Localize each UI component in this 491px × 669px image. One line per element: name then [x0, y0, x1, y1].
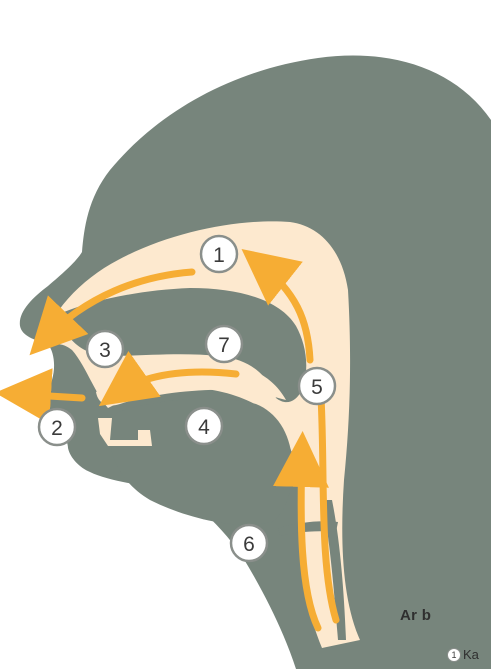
caption-item-text: Ka	[463, 647, 479, 662]
svg-text:6: 6	[243, 533, 255, 556]
caption-item: 1 Ka	[447, 647, 479, 662]
marker-4: 4	[186, 408, 222, 444]
arrow-mouth-exit	[16, 394, 82, 398]
caption-title: Ar b	[400, 607, 431, 624]
svg-text:2: 2	[51, 417, 63, 440]
svg-text:7: 7	[218, 334, 230, 357]
svg-text:1: 1	[213, 244, 225, 267]
caption-item-number: 1	[447, 648, 461, 662]
marker-1: 1	[201, 236, 237, 272]
marker-5: 5	[299, 368, 335, 404]
marker-3: 3	[87, 331, 123, 367]
marker-7: 7	[206, 326, 242, 362]
svg-text:4: 4	[198, 416, 210, 439]
svg-text:3: 3	[99, 339, 111, 362]
marker-6: 6	[231, 525, 267, 561]
marker-2: 2	[39, 409, 75, 445]
svg-text:5: 5	[311, 376, 323, 399]
